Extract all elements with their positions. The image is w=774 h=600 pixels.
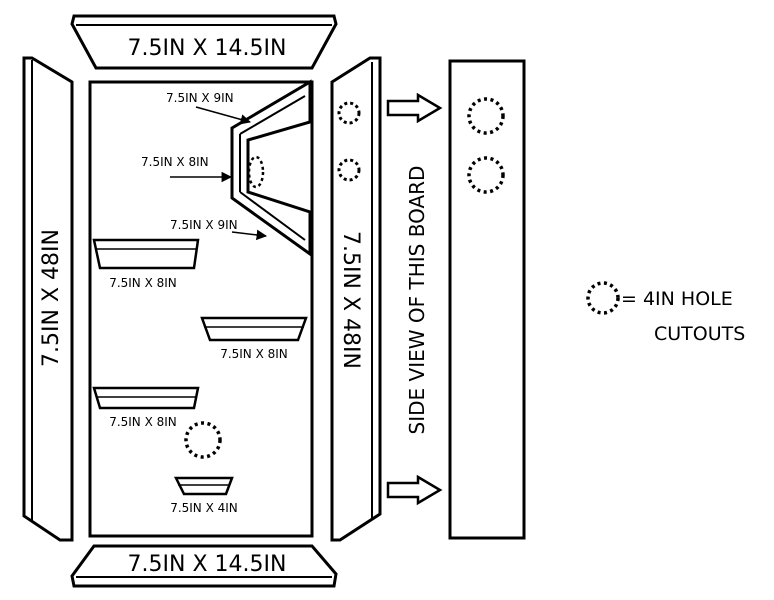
shelf-4: 7.5IN X 4IN (170, 476, 238, 515)
bottom-board: 7.5IN X 14.5IN (70, 544, 338, 588)
arrow-right-icon (386, 474, 443, 506)
legend-line-1: = 4IN HOLE (621, 288, 733, 310)
label-diag-upper: 7.5IN X 9IN (166, 91, 234, 105)
bottom-board-label: 7.5IN X 14.5IN (128, 552, 287, 577)
left-board-label: 7.5IN X 48IN (39, 229, 64, 367)
hole-cutout-icon (247, 155, 265, 189)
shelf-2-label: 7.5IN X 8IN (220, 347, 288, 361)
shelf-2: 7.5IN X 8IN (200, 316, 308, 361)
top-board: 7.5IN X 14.5IN (70, 14, 338, 70)
legend: = 4IN HOLE CUTOUTS (586, 281, 745, 345)
main-frame (88, 80, 314, 538)
shelf-3: 7.5IN X 8IN (92, 386, 200, 429)
side-view-board (448, 59, 526, 540)
right-board: 7.5IN X 48IN (330, 56, 382, 542)
label-vertical-mid: 7.5IN X 8IN (141, 155, 209, 169)
right-board-label: 7.5IN X 48IN (338, 231, 363, 369)
hole-cutout-icon (467, 156, 505, 194)
hole-cutout-icon (337, 158, 361, 182)
hole-cutout-icon (467, 97, 505, 135)
hole-cutout-icon (586, 281, 620, 315)
shelf-1: 7.5IN X 8IN (92, 238, 200, 290)
label-diag-lower: 7.5IN X 9IN (170, 218, 238, 232)
angled-roof-assembly (230, 79, 312, 257)
hole-cutout-icon (184, 421, 222, 459)
left-board: 7.5IN X 48IN (22, 56, 74, 542)
shelf-4-label: 7.5IN X 4IN (170, 501, 238, 515)
shelf-1-label: 7.5IN X 8IN (109, 276, 177, 290)
top-board-label: 7.5IN X 14.5IN (128, 36, 287, 61)
side-view-label: SIDE VIEW OF THIS BOARD (405, 166, 429, 435)
arrow-right-icon (386, 92, 443, 124)
shelf-3-label: 7.5IN X 8IN (109, 415, 177, 429)
hole-cutout-icon (337, 101, 361, 125)
legend-line-2: CUTOUTS (654, 323, 745, 345)
